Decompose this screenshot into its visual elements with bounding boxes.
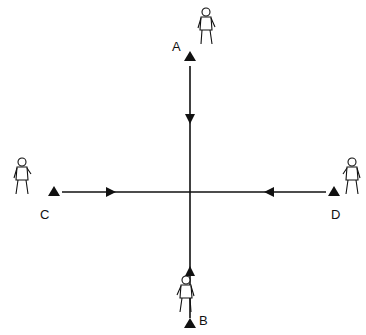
position-label: A	[172, 40, 181, 54]
cone-markers	[48, 51, 340, 328]
position-label: B	[199, 314, 208, 328]
position-label: D	[331, 208, 340, 222]
player-figures	[14, 8, 360, 312]
position-label: C	[40, 208, 49, 222]
path-line	[62, 191, 326, 193]
direction-arrows	[106, 114, 274, 276]
